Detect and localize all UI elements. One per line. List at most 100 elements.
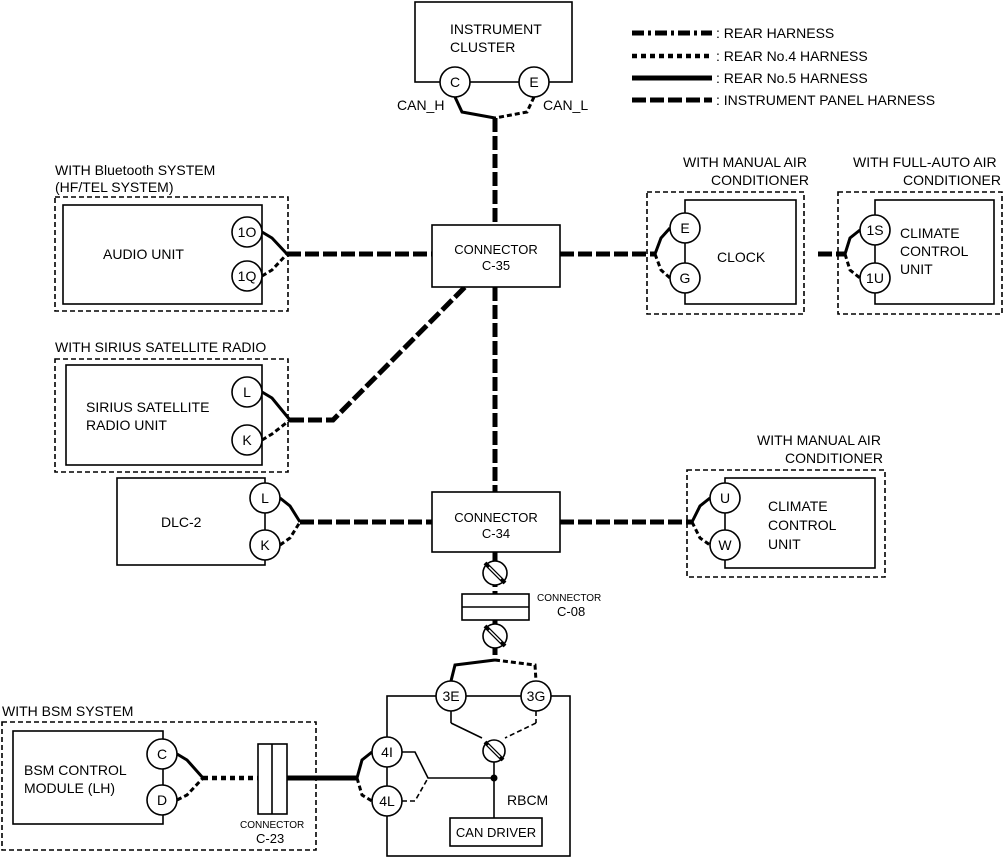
rbcm-label: RBCM — [507, 792, 548, 808]
rbcm-pin-4l-label: 4L — [379, 793, 395, 809]
fullauto-caption-line1: WITH FULL-AUTO AIR — [853, 154, 997, 170]
manual-climate-caption-line1: WITH MANUAL AIR — [757, 432, 881, 448]
connector-c08: CONNECTOR C-08 — [461, 560, 601, 649]
dlc2-pin-k-label: K — [260, 537, 270, 553]
can-driver-box — [449, 817, 543, 847]
audio-pin-1o-circle — [231, 216, 263, 248]
rbcm-pin-3e-wire — [449, 658, 496, 682]
manual-climate-option-frame — [686, 469, 886, 578]
rbcm-pin-4l-circle — [371, 785, 403, 817]
rbcm-junction-dot — [490, 774, 498, 782]
cluster-pin-c-label: C — [450, 74, 460, 90]
bsm-pin-c-label: C — [157, 746, 167, 762]
connector-c34-label-line2: C-34 — [482, 526, 510, 541]
manual-climate-box — [724, 477, 876, 569]
cluster-can-h-wire — [453, 96, 496, 120]
bluetooth-audio-group: WITH Bluetooth SYSTEM (HF/TEL SYSTEM) AU… — [54, 162, 289, 312]
can-h-label: CAN_H — [397, 97, 444, 113]
manual-climate-caption-line2: CONDITIONER — [785, 450, 883, 466]
rbcm-pin-4i-label: 4I — [381, 744, 393, 760]
clock-pin-g-circle — [669, 262, 701, 294]
sirius-pin-l-label: L — [243, 384, 251, 400]
cluster-pin-e-label: E — [529, 74, 538, 90]
bluetooth-option-frame — [54, 196, 289, 312]
rbcm-pin-3e-label: 3E — [442, 688, 459, 704]
instrument-cluster: INSTRUMENT CLUSTER C E CAN_H CAN_L — [397, 1, 588, 113]
cluster-pin-c-circle — [439, 66, 471, 98]
connector-c08-label-line1: CONNECTOR — [537, 593, 601, 604]
manual-climate-pin-u-circle — [709, 482, 741, 514]
rbcm-pin-3e-circle — [435, 680, 467, 712]
fullauto-pin-1u-label: 1U — [866, 270, 884, 286]
connector-c35-label-line1: CONNECTOR — [454, 242, 538, 257]
legend-instrument-panel-label: : INSTRUMENT PANEL HARNESS — [716, 92, 935, 108]
instrument-cluster-box — [414, 1, 573, 83]
bluetooth-caption-line1: WITH Bluetooth SYSTEM — [55, 162, 215, 178]
bsm-pin-c-circle — [146, 738, 178, 770]
fullauto-pin-1s-wire — [843, 228, 861, 255]
connector-c34-box — [431, 491, 561, 553]
manual-climate-pin-u-label: U — [720, 490, 730, 506]
connector-c23-label-line2: C-23 — [256, 831, 284, 846]
fullauto-pin-1s-circle — [859, 214, 891, 246]
can-l-label: CAN_L — [543, 97, 588, 113]
cluster-pin-e-circle — [518, 66, 550, 98]
full-auto-climate-group: WITH FULL-AUTO AIR CONDITIONER CLIMATE C… — [837, 154, 1003, 315]
manual-climate-unit-line1: CLIMATE — [768, 498, 828, 514]
no-twist-icon — [482, 623, 508, 649]
climate-pin-w-wire — [690, 521, 711, 547]
clock-label: CLOCK — [717, 249, 766, 265]
clock-pin-g-wire — [653, 253, 671, 280]
fullauto-unit-line2: CONTROL — [900, 243, 969, 259]
bsm-unit-line2: MODULE (LH) — [24, 780, 115, 796]
connector-c35-label-line2: C-35 — [482, 258, 510, 273]
audio-pin-1o-wire — [261, 230, 289, 256]
sirius-caption: WITH SIRIUS SATELLITE RADIO — [55, 339, 266, 355]
clock-option-frame — [646, 191, 805, 315]
harness-wires — [176, 96, 861, 803]
sirius-radio-box — [65, 364, 263, 466]
clock-pin-e-circle — [669, 212, 701, 244]
dlc2-pin-k-circle — [249, 529, 281, 561]
rbcm-group: CAN DRIVER RBCM 3E 3G 4I 4L — [371, 680, 571, 857]
rbcm-pin-4l-wire — [355, 777, 373, 803]
instrument-cluster-label-line1: INSTRUMENT — [450, 21, 542, 37]
dlc2-pin-l-label: L — [261, 490, 269, 506]
dlc2-pin-k-wire — [279, 521, 302, 547]
bsm-pin-d-circle — [146, 784, 178, 816]
clock-caption-line1: WITH MANUAL AIR — [683, 154, 807, 170]
climate-pin-u-wire — [690, 496, 711, 523]
fullauto-pin-1u-wire — [843, 253, 861, 280]
dlc2-box — [116, 477, 266, 566]
clock-pin-e-label: E — [680, 220, 689, 236]
audio-pin-1q-wire — [261, 252, 289, 278]
can-driver-label: CAN DRIVER — [456, 825, 536, 840]
sirius-pin-k-circle — [231, 424, 263, 456]
fullauto-pin-1s-label: 1S — [866, 222, 883, 238]
bsm-module-box — [12, 730, 164, 825]
bsm-pin-c-wire — [176, 752, 205, 779]
legend-rear-no5-label: : REAR No.5 HARNESS — [716, 70, 868, 86]
bsm-group: WITH BSM SYSTEM BSM CONTROL MODULE (LH) … — [1, 703, 317, 851]
bsm-unit-line1: BSM CONTROL — [24, 762, 127, 778]
clock-pin-g-label: G — [680, 270, 691, 286]
rbcm-pin-3g-label: 3G — [527, 688, 546, 704]
sirius-unit-line1: SIRIUS SATELLITE — [86, 399, 209, 415]
connector-c08-label-line2: C-08 — [557, 604, 585, 619]
manual-climate-group: WITH MANUAL AIR CONDITIONER CLIMATE CONT… — [686, 432, 886, 578]
fullauto-unit-line1: CLIMATE — [900, 225, 960, 241]
audio-pin-1o-label: 1O — [238, 224, 257, 240]
manual-climate-pin-w-label: W — [718, 537, 732, 553]
rbcm-pin-3g-wire — [494, 658, 538, 682]
legend-rear-label: : REAR HARNESS — [716, 25, 834, 41]
no-twist-icon — [482, 560, 508, 586]
sirius-to-c35-harness — [290, 285, 467, 423]
sirius-pin-l-circle — [231, 376, 263, 408]
connector-c34: CONNECTOR C-34 — [431, 491, 561, 553]
dlc2-pin-l-wire — [279, 496, 302, 523]
sirius-radio-group: WITH SIRIUS SATELLITE RADIO SIRIUS SATEL… — [54, 339, 289, 473]
connector-c35-box — [431, 224, 561, 288]
clock-pin-e-wire — [653, 226, 672, 255]
fullauto-caption-line2: CONDITIONER — [903, 172, 1001, 188]
dlc2-pin-l-circle — [249, 482, 281, 514]
